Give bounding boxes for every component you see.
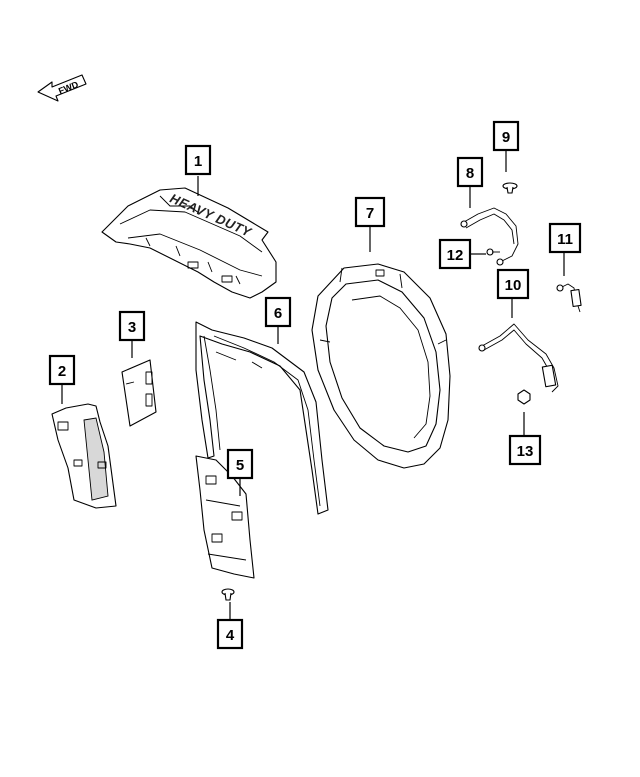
- part-10-wiring-harness: [478, 323, 559, 393]
- callout-10-label: 10: [505, 277, 522, 294]
- callout-8-label: 8: [466, 165, 474, 182]
- callout-3-label: 3: [128, 319, 136, 336]
- part-4-push-pin: [221, 588, 235, 601]
- callout-11-label: 11: [557, 231, 573, 248]
- callout-9: 9: [492, 120, 520, 152]
- callout-6-label: 6: [274, 305, 282, 322]
- part-12-screw: [486, 248, 500, 256]
- callout-4: 4: [216, 618, 244, 650]
- callout-7: 7: [354, 196, 386, 228]
- part-6-fan-shroud-frame: [195, 321, 329, 515]
- part-8-harness-bracket: [460, 207, 519, 266]
- part-2-left-side-panel: [51, 403, 117, 509]
- callout-5-label: 5: [236, 457, 244, 474]
- callout-2: 2: [48, 354, 76, 386]
- forward-label: FWD: [57, 79, 80, 96]
- callout-2-label: 2: [58, 363, 66, 380]
- callout-3: 3: [118, 310, 146, 342]
- callout-11: 11: [548, 222, 582, 254]
- callout-13: 13: [508, 434, 542, 466]
- callout-6: 6: [264, 296, 292, 328]
- callout-8: 8: [456, 156, 484, 188]
- callout-7-label: 7: [366, 205, 374, 222]
- callout-12-label: 12: [447, 247, 464, 264]
- callout-1: 1: [184, 144, 212, 176]
- callout-10: 10: [496, 268, 530, 300]
- forward-arrow-icon: FWD: [37, 74, 87, 102]
- part-11-sensor-lead: [556, 283, 582, 313]
- callout-13-label: 13: [517, 443, 534, 460]
- part-13-nut: [517, 389, 531, 405]
- part-9-push-pin: [502, 182, 518, 194]
- callout-5: 5: [226, 448, 254, 480]
- part-7-fan-shroud-ring: [311, 263, 451, 469]
- callout-1-label: 1: [194, 153, 202, 170]
- callout-4-label: 4: [226, 627, 235, 644]
- callout-9-label: 9: [502, 129, 510, 146]
- part-3-bracket-plate: [121, 359, 157, 427]
- callout-12: 12: [438, 238, 472, 270]
- part-1-upper-deflector: HEAVY DUTY: [101, 187, 277, 299]
